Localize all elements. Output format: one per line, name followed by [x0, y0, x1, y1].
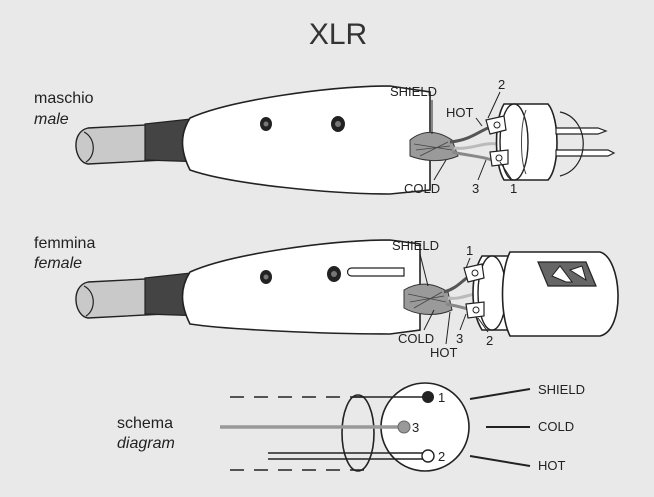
female-pin-label: 3: [456, 331, 463, 346]
male-wire: [453, 142, 497, 150]
male-cold-label: COLD: [404, 181, 440, 196]
page-title: XLR: [309, 18, 367, 51]
male-pin-label: 1: [510, 181, 517, 196]
male-pin: [555, 149, 616, 157]
male-connector: maschio male SHIELD HOT COLD 2 3 1: [34, 77, 616, 196]
female-hot-label: HOT: [430, 345, 458, 360]
diagram-pin-2: [421, 449, 435, 463]
female-cold-label: COLD: [398, 331, 434, 346]
female-pin-label: 1: [466, 243, 473, 258]
male-body: [181, 85, 431, 195]
male-wire: [451, 150, 493, 162]
female-latch-slot: [346, 267, 405, 277]
male-hot-label: HOT: [446, 105, 474, 120]
male-shield-label: SHIELD: [390, 84, 437, 99]
diagram-label-en: diagram: [117, 435, 175, 452]
male-wire: [449, 126, 489, 144]
female-label: femmina: [34, 235, 95, 252]
female-shield-braid: [403, 283, 453, 315]
diagram-output-label: COLD: [538, 419, 574, 434]
diagram-output-label: SHIELD: [538, 382, 585, 397]
diagram-output-line: [469, 455, 531, 467]
diagram-pin-label: 1: [438, 390, 445, 405]
female-wire: [443, 274, 471, 294]
diagram-label: schema: [117, 415, 173, 432]
male-pin-label: 2: [498, 77, 505, 92]
diagram-pin-3: [397, 420, 411, 434]
diagram-output-line: [469, 388, 531, 400]
diagram-pin-1: [422, 391, 434, 403]
diagram-pin-label: 3: [412, 420, 419, 435]
diagram-pin-label: 2: [438, 449, 445, 464]
male-pin-label: 3: [472, 181, 479, 196]
female-connector: femmina female SHIELD COLD HOT 1 3 2: [34, 235, 619, 360]
female-shield-label: SHIELD: [392, 238, 439, 253]
diagram-shield-ellipse: [341, 394, 375, 472]
female-body: [181, 239, 421, 335]
male-label-en: male: [34, 111, 69, 128]
male-shield-braid: [409, 132, 459, 162]
diagram-output-label: HOT: [538, 458, 566, 473]
female-label-en: female: [34, 255, 82, 272]
male-label: maschio: [34, 90, 94, 107]
female-pin-label: 2: [486, 333, 493, 348]
schematic-diagram: schema diagram 1 3 2 SHIELD COLD HOT: [117, 382, 585, 473]
